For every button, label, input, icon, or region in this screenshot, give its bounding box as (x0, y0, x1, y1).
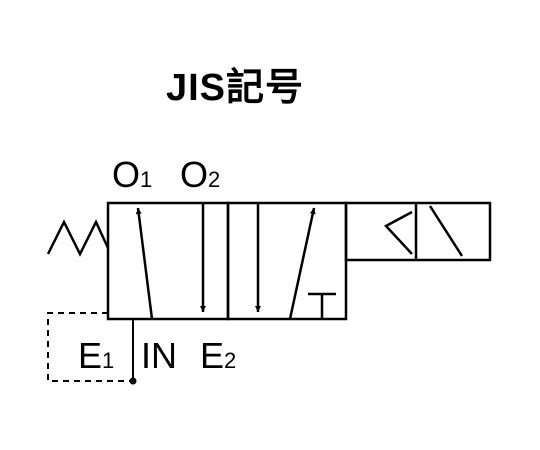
flow-arrow-in-to-o2 (288, 207, 316, 320)
port-label-e2: E2 (200, 335, 236, 376)
solenoid-icon (344, 201, 492, 262)
blocked-port-icon (308, 292, 336, 319)
port-label-o1: O1 (112, 154, 152, 195)
port-label-o2: O2 (180, 154, 220, 195)
junction-dot (129, 377, 137, 385)
spring-icon (46, 219, 110, 257)
valve-position-right (226, 201, 348, 321)
port-label-e1: E1 (78, 335, 114, 376)
pilot-exhaust-line (47, 312, 133, 382)
flow-arrow-in-to-o1 (135, 207, 154, 320)
page-title: JIS記号 (165, 67, 305, 109)
port-label-in: IN (141, 335, 177, 376)
valve-position-left (106, 201, 230, 321)
